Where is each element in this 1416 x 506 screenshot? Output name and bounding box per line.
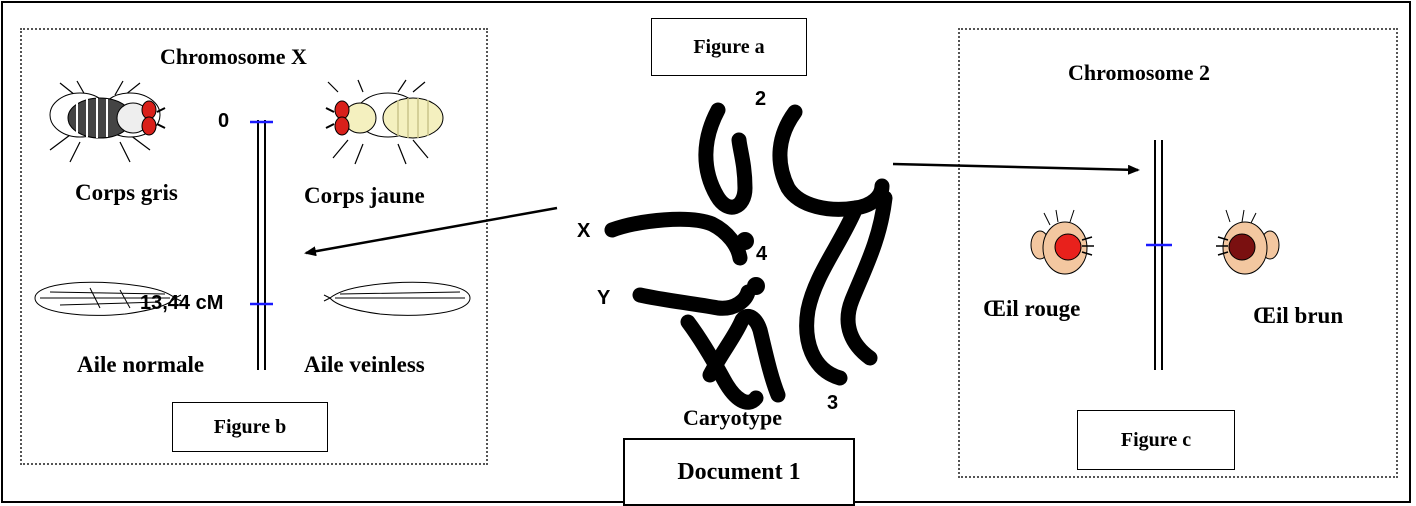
document-label: Document 1 <box>623 438 855 506</box>
arrow-to-figure-c <box>892 162 1140 175</box>
karyotype-caption: Caryotype <box>683 405 782 430</box>
fly-head-red-eye-icon <box>1030 209 1094 275</box>
chromosome-label-4: 4 <box>756 243 768 265</box>
fly-gray-body-icon <box>49 80 166 163</box>
figure-b-panel <box>20 28 488 465</box>
figure-c-title: Chromosome 2 <box>1068 60 1210 85</box>
phenotype-aile-normale: Aile normale <box>77 352 205 377</box>
phenotype-corps-gris: Corps gris <box>75 180 178 205</box>
wing-normal-icon <box>34 281 182 316</box>
chromosome-3-long-arm <box>840 190 893 366</box>
phenotype-aile-veinless: Aile veinless <box>304 352 425 377</box>
arrow-to-figure-b <box>304 206 558 257</box>
fly-yellow-body-icon <box>325 79 444 165</box>
figure-a-label: Figure a <box>651 18 807 76</box>
phenotype-corps-jaune: Corps jaune <box>304 183 425 208</box>
phenotype-oeil-brun: Œil brun <box>1253 303 1344 328</box>
wing-veinless-icon <box>323 281 471 316</box>
chromosome-3-right-arm <box>799 202 863 386</box>
chromosome-label-x: X <box>577 220 591 242</box>
chromosome-3-mid-arm <box>702 308 786 403</box>
figure-c-label: Figure c <box>1077 410 1235 470</box>
phenotype-oeil-rouge: Œil rouge <box>983 296 1081 321</box>
chromosome-3-left-arm <box>680 314 764 410</box>
figure-b-title: Chromosome X <box>160 44 307 69</box>
figure-b-label: Figure b <box>172 402 328 452</box>
fly-head-brown-eye-icon <box>1216 209 1280 275</box>
chromosome-2-left-arm <box>698 102 753 215</box>
chromosome-x <box>604 211 748 266</box>
chromosome-4-dot-lower <box>747 277 765 295</box>
figure-c-panel <box>958 28 1398 478</box>
locus-label-bottom: 13,44 cM <box>140 292 224 314</box>
chromosome-y <box>632 284 756 316</box>
chromosome-label-3: 3 <box>827 392 839 414</box>
karyotype-chromosomes <box>604 102 893 410</box>
chromosome-2-line <box>1154 140 1163 370</box>
chromosome-x-line <box>257 120 266 370</box>
locus-label-top: 0 <box>218 110 230 132</box>
chromosome-label-y: Y <box>597 287 611 309</box>
chromosome-label-2: 2 <box>755 88 767 110</box>
chromosome-4-dot-upper <box>736 232 754 250</box>
chromosome-2-right-arm <box>772 104 890 217</box>
